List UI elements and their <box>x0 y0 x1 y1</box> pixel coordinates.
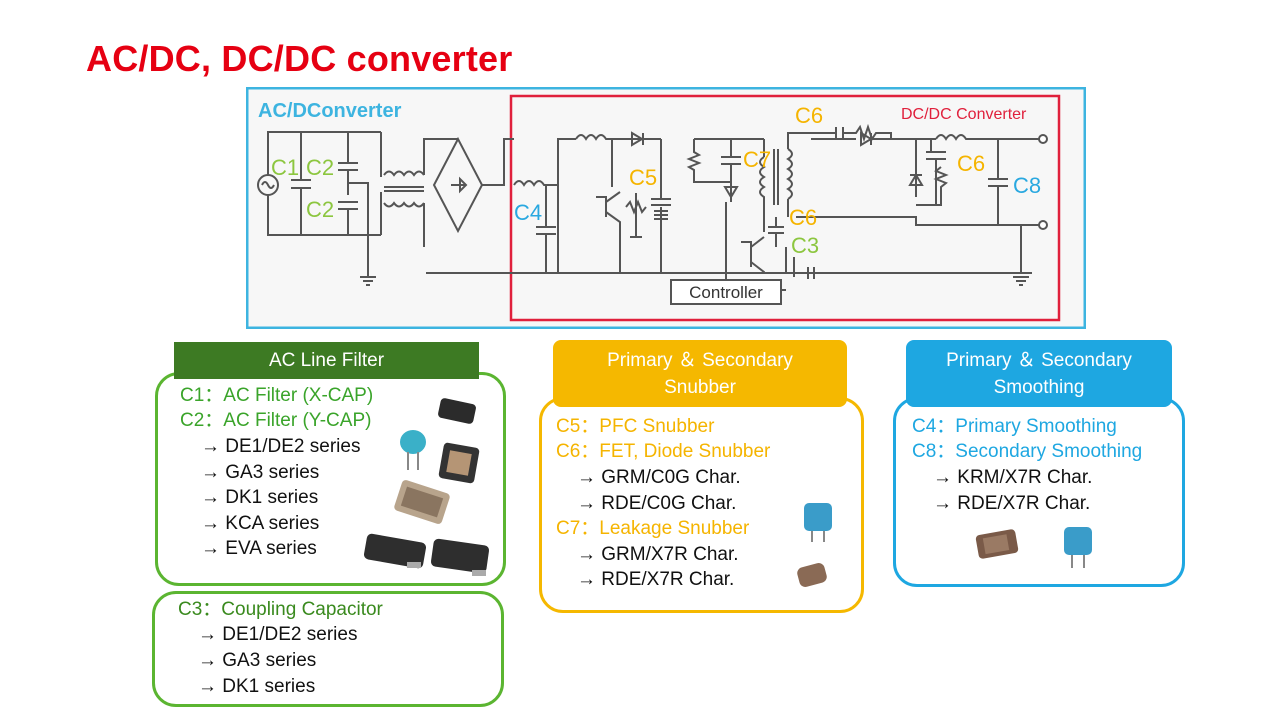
ac-filter-series-ga3: → GA3 series <box>201 462 320 483</box>
dc-dc-converter-box <box>509 94 1061 322</box>
ac-line-filter-header: AC Line Filter <box>174 342 479 379</box>
smoothing-card <box>893 397 1185 587</box>
snubber-line-c6: C6：FET, Diode Snubber <box>556 441 771 462</box>
ac-filter-series-eva: → EVA series <box>201 538 317 559</box>
smd-capacitor-icon <box>438 398 476 424</box>
coupling-series-ga3: → GA3 series <box>198 650 317 671</box>
snubber-line-c7: C7：Leakage Snubber <box>556 518 750 539</box>
label-c6-mid: C6 <box>789 205 817 230</box>
chip-capacitor-icon <box>797 563 827 587</box>
ac-dc-label: AC/DConverter <box>258 100 402 122</box>
ac-filter-series-de: → DE1/DE2 series <box>201 436 361 457</box>
smd-capacitor-icon <box>430 538 490 576</box>
label-c6-top: C6 <box>795 103 823 128</box>
label-c8: C8 <box>1013 173 1041 198</box>
label-c3: C3 <box>791 233 819 258</box>
smoothing-title-line1: Primary ＆ Secondary <box>946 350 1132 371</box>
chip-capacitor-icon <box>438 442 480 484</box>
smoothing-header: Primary ＆ Secondary Smoothing <box>906 340 1172 407</box>
ac-dc-converter-box <box>246 87 1086 329</box>
label-c7: C7 <box>743 147 771 172</box>
page-title: AC/DC, DC/DC converter <box>86 38 513 79</box>
coupling-capacitor-card <box>152 591 504 707</box>
chip-capacitor-icon <box>975 529 1019 559</box>
label-c6-right: C6 <box>957 151 985 176</box>
radial-capacitor-icon <box>1064 527 1092 568</box>
smd-capacitor-icon <box>363 533 427 569</box>
coupling-series-de: → DE1/DE2 series <box>198 624 358 645</box>
converter-circuit-diagram: AC/DConverter DC/DC Converter <box>246 87 1086 329</box>
snubber-title-line1: Primary ＆ Secondary <box>607 350 793 371</box>
controller-label: Controller <box>689 283 763 302</box>
circuit-wires <box>257 123 1048 305</box>
radial-capacitor-icon <box>804 503 832 542</box>
chip-capacitor-icon <box>394 480 450 524</box>
coupling-line-c3: C3：Coupling Capacitor <box>178 599 383 620</box>
smoothing-char-rde-x7r: → RDE/X7R Char. <box>933 493 1091 514</box>
snubber-char-grm-c0g: → GRM/C0G Char. <box>577 467 741 488</box>
snubber-char-rde-x7r: → RDE/X7R Char. <box>577 569 735 590</box>
smoothing-line-c4: C4：Primary Smoothing <box>912 416 1117 437</box>
disc-capacitor-icon <box>400 430 426 470</box>
snubber-line-c5: C5：PFC Snubber <box>556 416 715 437</box>
label-c4: C4 <box>514 200 542 225</box>
snubber-header: Primary ＆ Secondary Snubber <box>553 340 847 407</box>
snubber-char-rde-c0g: → RDE/C0G Char. <box>577 493 737 514</box>
ac-filter-line-c1: C1：AC Filter (X-CAP) <box>180 385 374 406</box>
ac-filter-line-c2: C2：AC Filter (Y-CAP) <box>180 410 372 431</box>
ac-filter-series-kca: → KCA series <box>201 513 320 534</box>
ac-line-filter-title: AC Line Filter <box>268 350 385 371</box>
smoothing-title-line2: Smoothing <box>993 377 1085 398</box>
label-c2-bottom: C2 <box>306 197 334 222</box>
label-c1: C1 <box>271 155 299 180</box>
coupling-series-dk1: → DK1 series <box>198 676 316 697</box>
smoothing-line-c8: C8：Secondary Smoothing <box>912 441 1143 462</box>
snubber-title-line2: Snubber <box>664 377 736 398</box>
snubber-char-grm-x7r: → GRM/X7R Char. <box>577 544 739 565</box>
label-c5: C5 <box>629 165 657 190</box>
label-c2-top: C2 <box>306 155 334 180</box>
ac-filter-series-dk1: → DK1 series <box>201 487 319 508</box>
capacitor-labels: C1 C2 C2 C4 C5 C6 C7 C6 C3 C6 C8 <box>271 103 1041 258</box>
smoothing-char-krm-x7r: → KRM/X7R Char. <box>933 467 1093 488</box>
dc-dc-label: DC/DC Converter <box>901 106 1027 123</box>
